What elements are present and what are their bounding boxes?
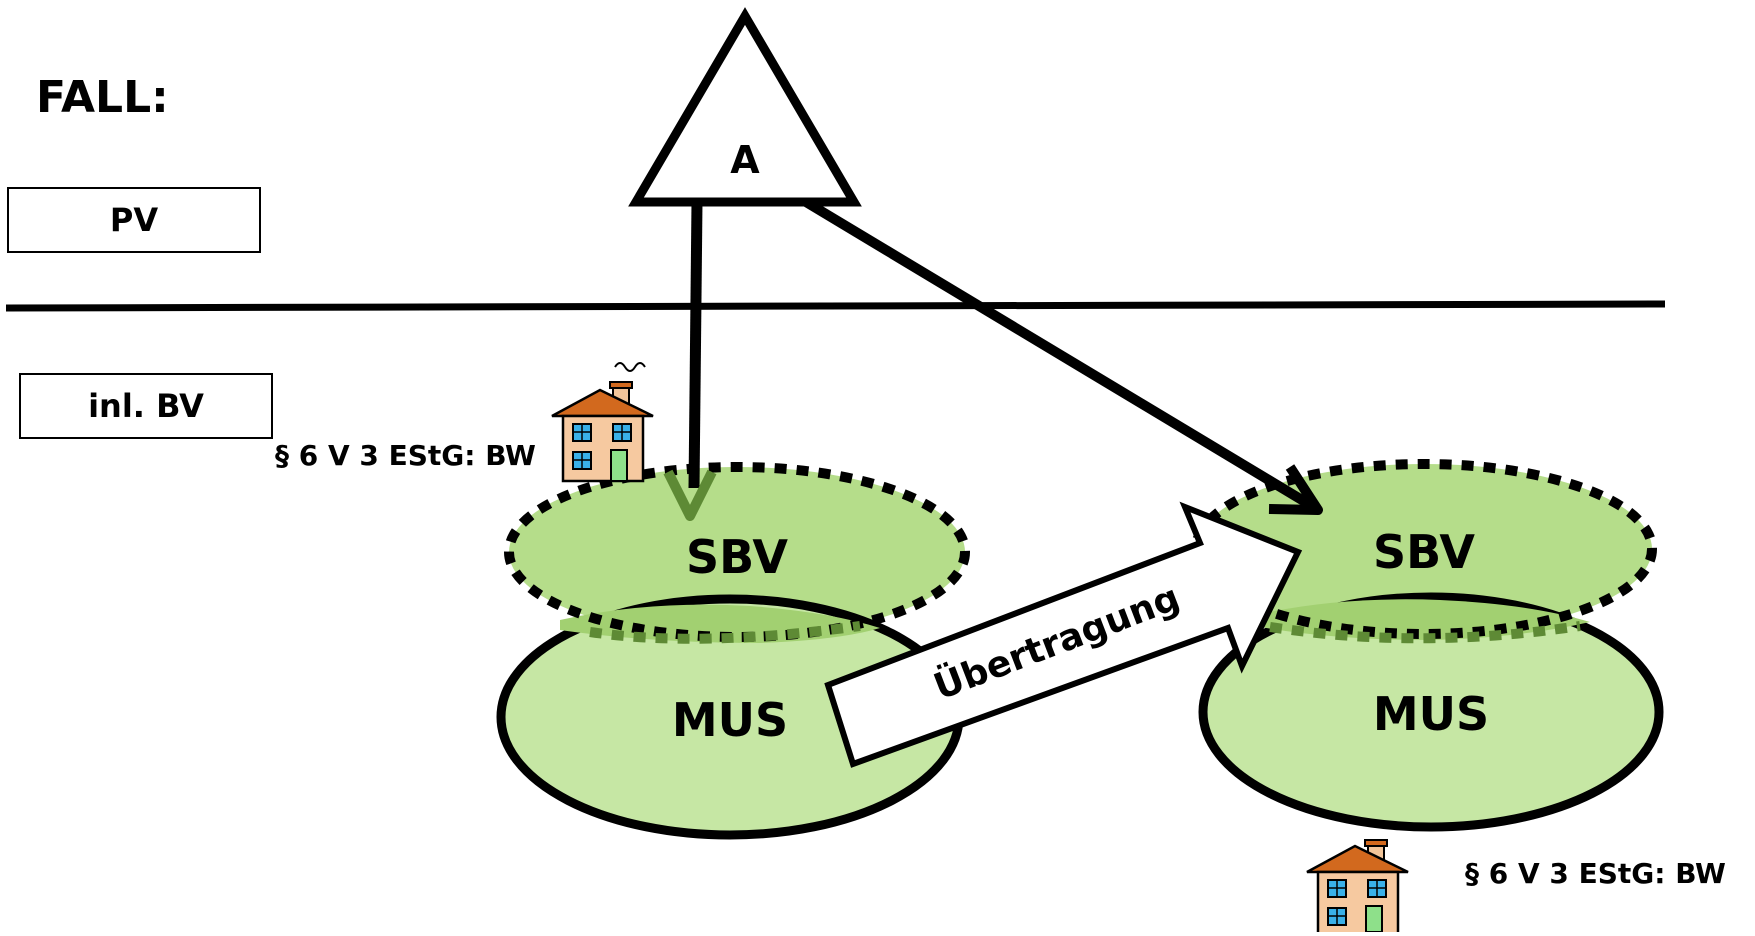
sbv-left-label: SBV [686, 530, 788, 584]
ref-left-label: § 6 V 3 EStG: BW [275, 439, 536, 472]
arrow-a-to-sbv-left [663, 201, 717, 521]
sbv-right-label: SBV [1373, 525, 1475, 579]
arrow-vertical-line [688, 201, 703, 489]
pv-box-label: PV [110, 201, 158, 239]
ref-right-label: § 6 V 3 EStG: BW [1465, 857, 1726, 890]
shareholder-triangle: A [628, 7, 862, 207]
mus-right-label: MUS [1373, 687, 1489, 741]
sbv-left-border [504, 462, 970, 642]
diagram-title: FALL: [36, 72, 169, 123]
mus-right-ellipse [1198, 592, 1664, 832]
transfer-arrow-shape [824, 501, 1303, 768]
divider-line [5, 300, 1666, 312]
house-icon [1306, 839, 1409, 936]
shareholder-label: A [730, 138, 760, 182]
pv-box: PV [7, 187, 261, 253]
sbv-right-inner-border [1269, 621, 1581, 644]
sbv-left-ellipse [509, 467, 965, 637]
arrow-vertical-head [663, 469, 717, 521]
bv-box: inl. BV [19, 373, 273, 439]
arrow-a-to-sbv-right [803, 197, 1323, 515]
entity-left: SBV MUS [496, 462, 970, 840]
bv-box-label: inl. BV [88, 387, 204, 425]
sbv-left-inner-border [589, 621, 861, 644]
house-icon [551, 362, 654, 483]
mus-left-label: MUS [672, 693, 788, 747]
entity-right: SBV MUS [1191, 459, 1664, 832]
arrow-diagonal-line [803, 197, 1315, 511]
arrow-diagonal-head [1268, 464, 1323, 515]
